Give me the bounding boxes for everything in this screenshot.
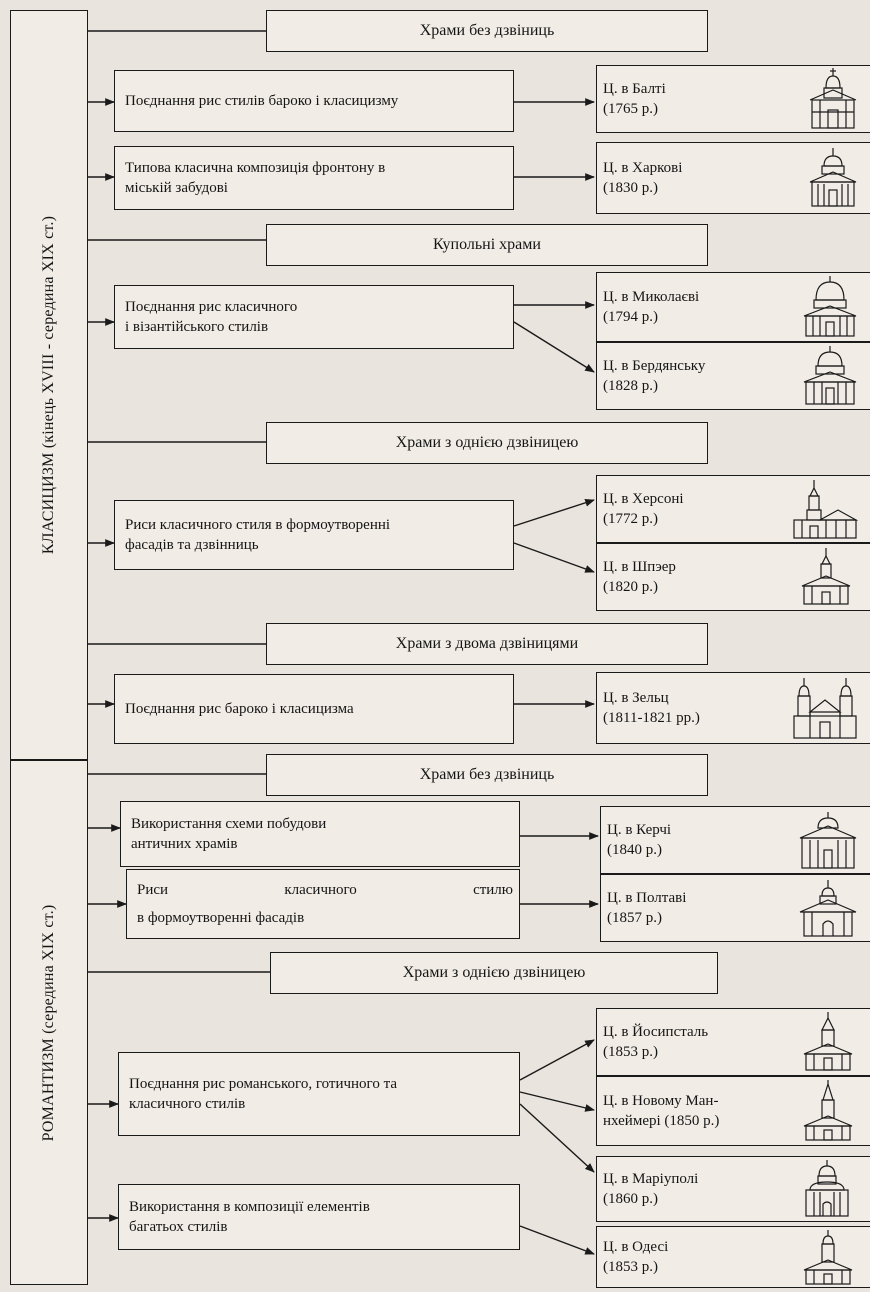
church-box-kherson: Ц. в Херсоні (1772 р.) (596, 475, 870, 543)
church-poltava-icon (799, 880, 857, 937)
feature-text: Поєднання рис бароко і класицизма (125, 701, 354, 717)
church-name: Ц. в Херсоні (603, 491, 684, 507)
church-year: (1794 р.) (603, 309, 658, 325)
church-year: нхеймері (1850 р.) (603, 1113, 720, 1129)
period-romanticism-label: РОМАНТИЗМ (середина XIX ст.) (40, 904, 57, 1141)
church-name: Ц. в Одесі (603, 1239, 669, 1255)
church-name: Ц. в Полтаві (607, 890, 687, 906)
feature-baroque-classicism-2: Поєднання рис бароко і класицизма (114, 674, 514, 744)
church-name: Ц. в Шпэер (603, 559, 676, 575)
church-mykolaiv-icon (803, 276, 857, 337)
church-name: Ц. в Бердянську (603, 358, 706, 374)
church-name: Ц. в Керчі (607, 822, 672, 838)
feature-word: Риси (137, 882, 169, 898)
feature-classical-facades: Риси класичного стилю в формоутворенні ф… (126, 869, 520, 939)
feature-text-line-2: міській забудові (125, 180, 228, 196)
feature-text-line-2: в формоутворенні фасадів (137, 910, 305, 926)
church-box-mykolaiv: Ц. в Миколаєві (1794 р.) (596, 272, 870, 342)
church-kherson-icon (793, 480, 859, 539)
feature-text-line-1: Використання в композиції елементів (129, 1199, 370, 1215)
feature-text-line-1: Риси класичного стиля в формоутворенні (125, 517, 391, 533)
feature-baroque-classicism: Поєднання рис стилів бароко і класицизму (114, 70, 514, 132)
church-year: (1828 р.) (603, 378, 658, 394)
feature-many-styles: Використання в композиції елементів бага… (118, 1184, 520, 1250)
feature-classical-byzantine: Поєднання рис класичного і візантійськог… (114, 285, 514, 349)
feature-text-line-1: Використання схеми побудови (131, 816, 327, 832)
church-balta-icon (809, 68, 857, 129)
church-name: Ц. в Маріуполі (603, 1171, 699, 1187)
church-year: (1853 р.) (603, 1044, 658, 1060)
feature-text-line-2: багатьох стилів (129, 1219, 228, 1235)
feature-classical-pediment: Типова класична композиція фронтону в мі… (114, 146, 514, 210)
church-name: Ц. в Миколаєві (603, 289, 700, 305)
church-name: Ц. в Харкові (603, 160, 683, 176)
church-year: (1820 р.) (603, 579, 658, 595)
church-box-kerch: Ц. в Керчі (1840 р.) (600, 806, 870, 874)
church-berdiansk-icon (803, 346, 857, 405)
feature-romanesque-gothic-classical: Поєднання рис романського, готичного та … (118, 1052, 520, 1136)
church-year: (1830 р.) (603, 180, 658, 196)
church-novyi-mannheim-icon (803, 1080, 853, 1141)
church-year: (1811-1821 рр.) (603, 710, 700, 726)
church-year: (1840 р.) (607, 842, 662, 858)
feature-classical-facades-towers: Риси класичного стиля в формоутворенні ф… (114, 500, 514, 570)
church-kerch-icon (799, 812, 857, 869)
period-classicism: КЛАСИЦИЗМ (кінець XVIII - середина XIX с… (10, 10, 88, 760)
header-two-bell-towers: Храми з двома дзвіницями (266, 623, 708, 665)
header-one-bell-tower: Храми з однією дзвіницею (266, 422, 708, 464)
header-romanticism-no-bell-towers: Храми без дзвіниць (266, 754, 708, 796)
feature-text: Поєднання рис стилів бароко і класицизму (125, 93, 399, 109)
feature-text-line-2: античних храмів (131, 836, 238, 852)
church-box-poltava: Ц. в Полтаві (1857 р.) (600, 874, 870, 942)
feature-text-line-1: Типова класична композиція фронтону в (125, 160, 386, 176)
church-kharkiv-icon (809, 148, 857, 207)
church-year: (1860 р.) (603, 1191, 658, 1207)
header-domed: Купольні храми (266, 224, 708, 266)
feature-text-line-1: Риси класичного стилю (137, 880, 519, 900)
header-romanticism-one-bell-tower: Храми з однією дзвіницею (270, 952, 718, 994)
church-mariupol-icon (805, 1160, 849, 1217)
church-year: (1772 р.) (603, 511, 658, 527)
church-name: Ц. в Йосипсталь (603, 1024, 709, 1040)
church-box-zelts: Ц. в Зельц (1811-1821 рр.) (596, 672, 870, 744)
church-year: (1765 р.) (603, 101, 658, 117)
period-classicism-label: КЛАСИЦИЗМ (кінець XVIII - середина XIX с… (40, 215, 57, 555)
period-romanticism: РОМАНТИЗМ (середина XIX ст.) (10, 760, 88, 1285)
church-box-balta: Ц. в Балті (1765 р.) (596, 65, 870, 133)
feature-antique-temples: Використання схеми побудови античних хра… (120, 801, 520, 867)
church-odesa-icon (803, 1230, 853, 1285)
feature-word: класичного (284, 882, 357, 898)
church-name: Ц. в Новому Ман- (603, 1093, 719, 1109)
church-name: Ц. в Балті (603, 81, 666, 97)
feature-text-line-1: Поєднання рис класичного (125, 299, 298, 315)
feature-text-line-2: класичного стилів (129, 1096, 246, 1112)
church-year: (1853 р.) (603, 1259, 658, 1275)
feature-text-line-2: і візантійського стилів (125, 319, 269, 335)
church-zelts-icon (793, 678, 857, 739)
feature-text-line-1: Поєднання рис романського, готичного та (129, 1076, 397, 1092)
church-shpeer-icon (801, 548, 851, 605)
feature-word: стилю (473, 882, 513, 898)
church-yosypstal-icon (803, 1012, 853, 1071)
church-box-mariupol: Ц. в Маріуполі (1860 р.) (596, 1156, 870, 1222)
header-classicism-no-bell-towers: Храми без дзвіниць (266, 10, 708, 52)
feature-text-line-2: фасадів та дзвінниць (125, 537, 259, 553)
church-name: Ц. в Зельц (603, 690, 669, 706)
church-year: (1857 р.) (607, 910, 662, 926)
